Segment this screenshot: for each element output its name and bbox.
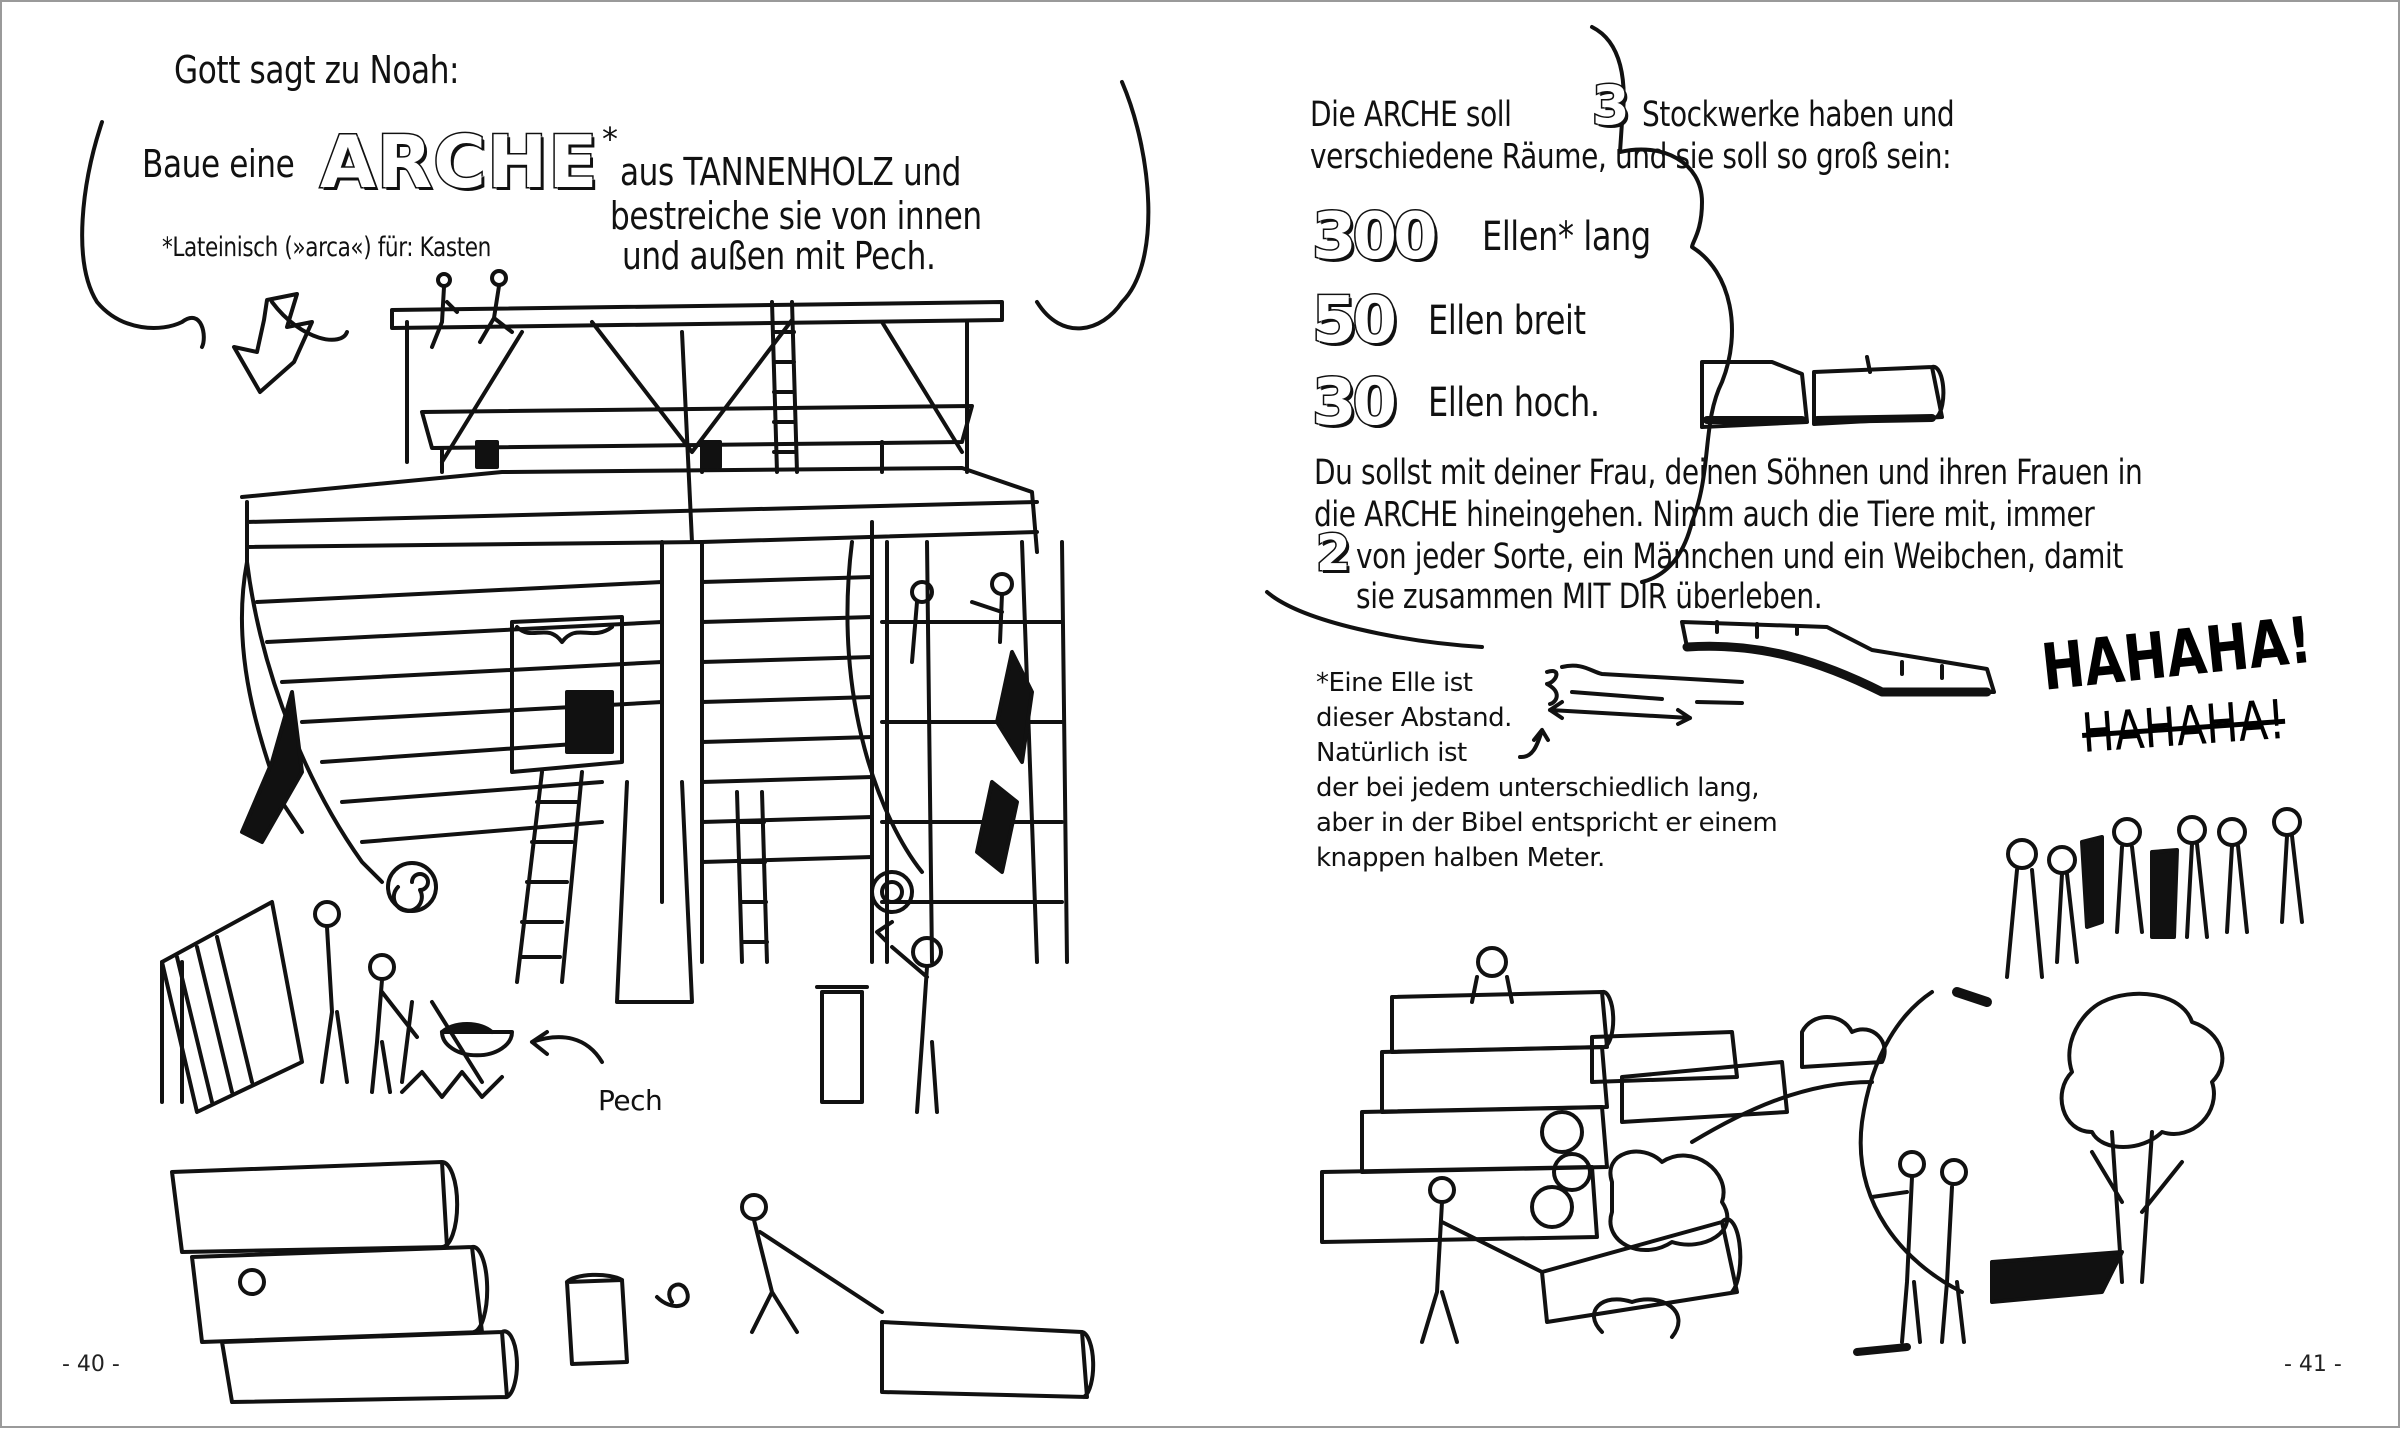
page-number-right: - 41 - xyxy=(2284,1352,2342,1377)
bubble-line1-prefix: Baue eine xyxy=(142,142,295,186)
paragraph-line-2: die ARCHE hineingehen. Nimm auch die Tie… xyxy=(1314,495,2095,535)
bubble-intro-text: Gott sagt zu Noah: xyxy=(174,48,460,92)
ark-drawing xyxy=(160,269,1096,1404)
paragraph-line-3: von jeder Sorte, ein Männchen und ein We… xyxy=(1356,537,2123,577)
arche-footnote: *Lateinisch (»arca«) für: Kasten xyxy=(162,232,491,263)
dimension-length-number: 300 xyxy=(1311,199,1440,276)
dimension-width-label: Ellen breit xyxy=(1428,298,1586,344)
elle-footnote-line-4: der bei jedem unterschiedlich lang, xyxy=(1316,773,1760,803)
tree-drawing xyxy=(1990,991,2225,1304)
bubble-line2: bestreiche sie von innen xyxy=(610,194,982,238)
bubble-logs-drawing xyxy=(1700,355,1946,429)
stockwerke-number: 3 xyxy=(1591,73,1632,139)
left-speech-bubble-outline xyxy=(80,80,1151,349)
arche-asterisk: * xyxy=(602,120,618,158)
right-log-pile-drawing xyxy=(1320,946,1968,1356)
bubble-line1-suffix: aus TANNENHOLZ und xyxy=(620,150,962,194)
dimension-length-label: Ellen* lang xyxy=(1482,214,1651,260)
elle-footnote-line-1: *Eine Elle ist xyxy=(1316,668,1473,698)
right-speech-bubble-outline xyxy=(1265,25,1734,649)
down-arrow-icon xyxy=(232,292,314,394)
paragraph-number-two: 2 xyxy=(1315,523,1353,584)
arche-emphasis-word: ARCHE xyxy=(318,119,599,206)
dimension-height-number: 30 xyxy=(1310,365,1398,442)
cubit-arm-drawing xyxy=(1518,663,1744,760)
laughing-crowd-drawing xyxy=(1690,807,2304,1294)
elle-footnote-line-5: aber in der Bibel entspricht er einem xyxy=(1316,808,1778,838)
paragraph-line-4: sie zusammen MIT DIR überleben. xyxy=(1356,577,1823,617)
elle-footnote-line-2: dieser Abstand. xyxy=(1316,703,1512,733)
bubble-line3: und außen mit Pech. xyxy=(622,234,936,278)
bubble-line1-suffix-right: Stockwerke haben und xyxy=(1642,95,1955,135)
bubble-line1-prefix-right: Die ARCHE soll xyxy=(1310,95,1512,135)
bubble-line2-right: verschiedene Räume, und sie soll so groß… xyxy=(1310,137,1952,177)
paragraph-line-1: Du sollst mit deiner Frau, deinen Söhnen… xyxy=(1314,453,2143,493)
elle-footnote-line-3: Natürlich ist xyxy=(1316,738,1467,768)
pech-label: Pech xyxy=(598,1084,663,1117)
dimension-height-label: Ellen hoch. xyxy=(1428,380,1600,426)
dimension-width-number: 50 xyxy=(1310,283,1398,360)
page-number-left: - 40 - xyxy=(62,1352,120,1377)
measuring-tape-drawing xyxy=(1680,620,1996,697)
elle-footnote-line-6: knappen halben Meter. xyxy=(1316,843,1605,873)
